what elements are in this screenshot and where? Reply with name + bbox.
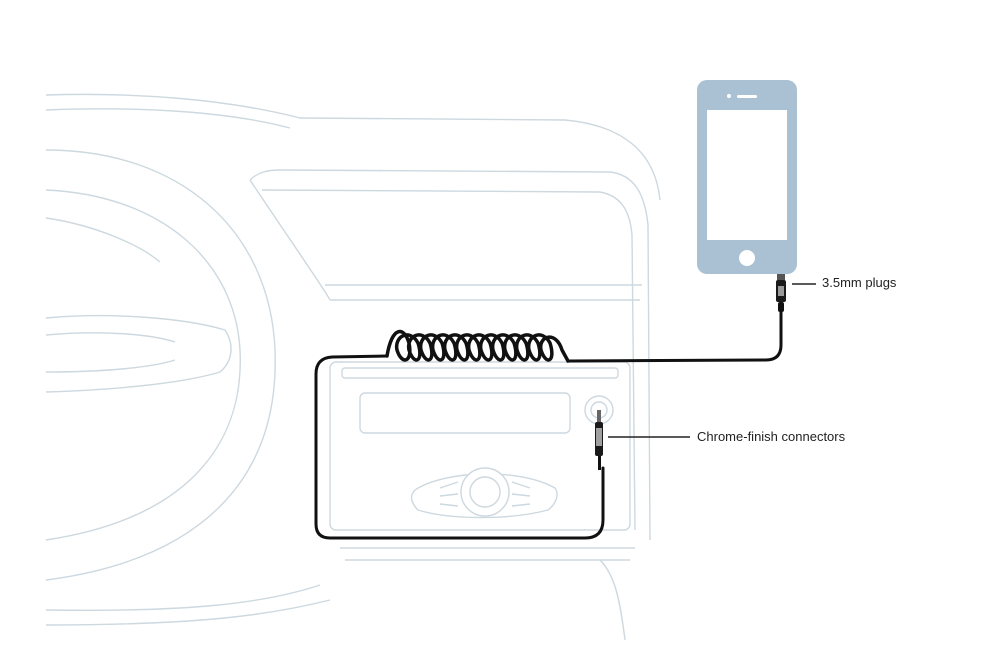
aux-cable	[314, 310, 783, 540]
phone-speaker	[737, 95, 757, 98]
console-frame-left	[249, 179, 331, 301]
cd-slot	[359, 392, 571, 434]
display-bezel-lines	[325, 284, 642, 301]
connector-strain-relief	[598, 456, 601, 470]
connectors-callout-label: Chrome-finish connectors	[697, 429, 846, 444]
dashboard-inner-edge	[45, 108, 291, 129]
connector-tip	[597, 410, 601, 422]
connector-chrome-band	[596, 428, 602, 446]
steering-wheel-rim-detail	[45, 217, 161, 263]
lower-dash-curve-2	[45, 599, 331, 626]
cable-upper-run	[566, 310, 783, 363]
console-frame-outer	[249, 169, 651, 541]
phone-camera	[727, 94, 731, 98]
plug-tip	[777, 274, 785, 280]
head-unit-top-strip	[341, 367, 619, 379]
plug-strain-relief	[778, 302, 784, 312]
top-3.5mm-plug	[776, 274, 786, 312]
car-dashboard-outline	[45, 93, 661, 641]
bottom-chrome-connector	[595, 410, 603, 470]
steering-wheel-outer	[45, 149, 276, 581]
coiled-cable	[385, 329, 570, 363]
steering-wheel-inner	[45, 189, 241, 541]
plug-chrome-band	[778, 286, 784, 296]
dial-side-buttons	[439, 481, 531, 507]
steering-wheel-spoke	[45, 314, 232, 393]
phone-screen	[707, 110, 787, 240]
smartphone-icon	[697, 80, 797, 274]
console-lower-edge	[599, 559, 626, 641]
steering-wheel-spoke-detail-2	[45, 359, 176, 373]
cable-lower-loop	[314, 354, 605, 540]
head-unit-panel	[329, 361, 631, 531]
console-frame-inner	[261, 189, 636, 531]
control-dial-icon	[460, 467, 510, 517]
phone-home-button	[739, 250, 755, 266]
plugs-callout-label: 3.5mm plugs	[822, 275, 897, 290]
lower-dash-curve	[45, 584, 321, 612]
dashboard-top-edge	[45, 93, 661, 201]
steering-wheel-spoke-detail	[45, 332, 176, 343]
lower-console-lines	[340, 547, 635, 561]
control-dial-inner-icon	[469, 476, 501, 508]
